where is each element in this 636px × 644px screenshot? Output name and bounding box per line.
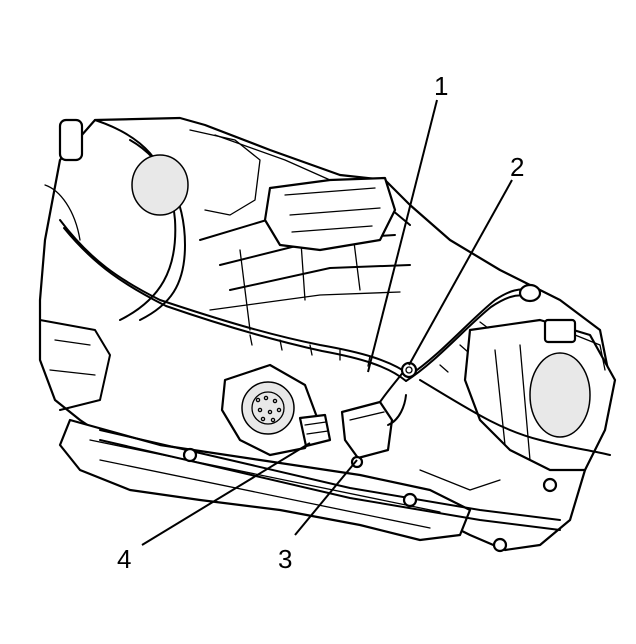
range-sensor-connector — [340, 364, 409, 469]
wiring-harness — [59, 219, 611, 456]
fastener-bolt — [400, 361, 418, 379]
range-switch — [220, 363, 332, 457]
callout-labels: 1 2 3 4 — [117, 71, 524, 574]
callout-label-4: 4 — [117, 544, 131, 574]
shift-linkage — [99, 429, 561, 553]
leader-line-4 — [141, 442, 311, 546]
callout-label-1: 1 — [434, 71, 448, 101]
leader-line-2 — [408, 179, 513, 366]
callout-label-3: 3 — [278, 544, 292, 574]
transmission-case — [38, 116, 617, 552]
leader-line-3 — [294, 459, 358, 536]
leader-line-1 — [367, 99, 438, 373]
callout-leaders — [141, 99, 513, 546]
callout-label-2: 2 — [510, 152, 524, 182]
